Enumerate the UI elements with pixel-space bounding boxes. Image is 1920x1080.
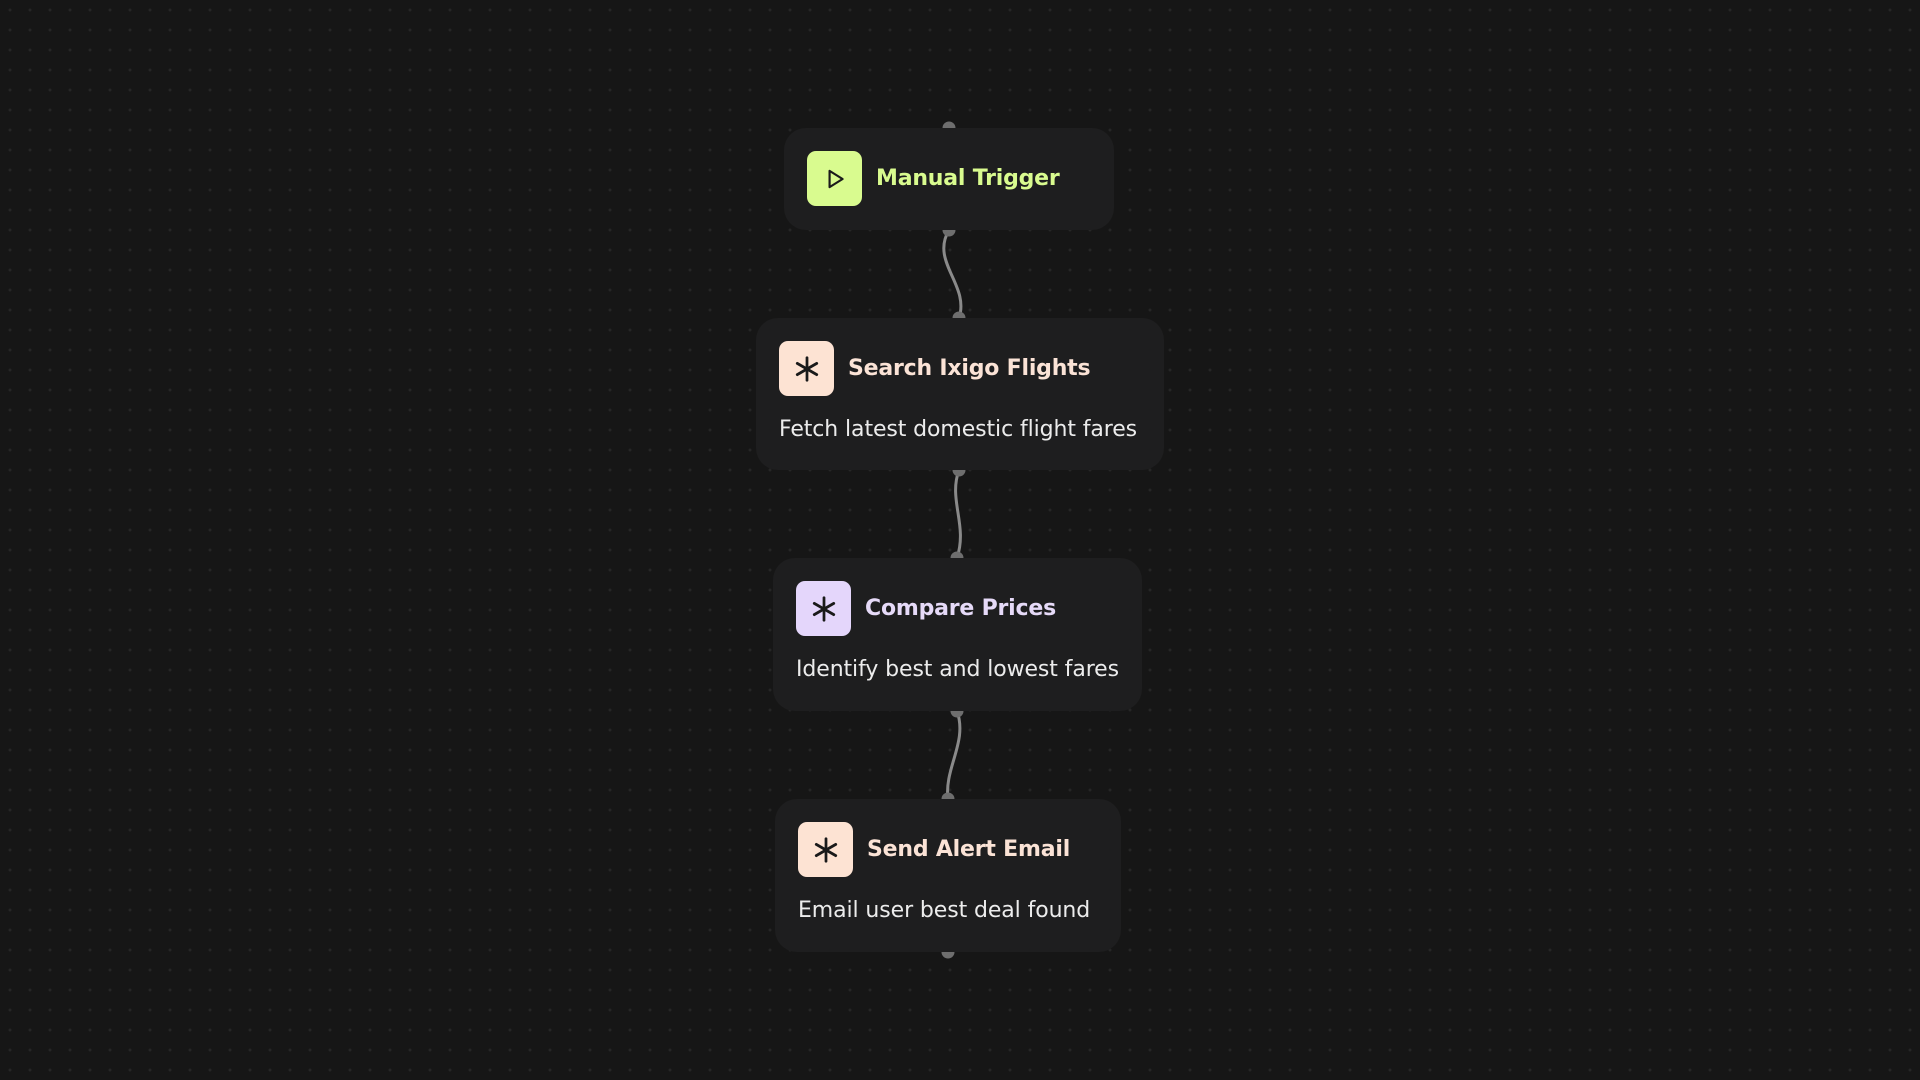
node-title: Compare Prices	[865, 596, 1056, 621]
node-header: Manual Trigger	[807, 151, 1091, 206]
node-header: Send Alert Email	[798, 822, 1098, 877]
edge-search-compare	[954, 468, 962, 560]
node-description: Fetch latest domestic flight fares	[779, 417, 1138, 442]
node-title: Search Ixigo Flights	[848, 356, 1091, 381]
node-manual-trigger[interactable]: Manual Trigger	[784, 128, 1114, 230]
asterisk-icon	[796, 581, 851, 636]
node-header: Search Ixigo Flights	[779, 341, 1141, 396]
node-title: Manual Trigger	[876, 166, 1060, 191]
edge-trigger-search	[942, 228, 963, 320]
node-title: Send Alert Email	[867, 837, 1071, 862]
node-compare-prices[interactable]: Compare Prices Identify best and lowest …	[773, 558, 1142, 711]
edge-compare-email	[946, 709, 962, 801]
asterisk-icon	[779, 341, 834, 396]
play-icon	[807, 151, 862, 206]
node-search-ixigo-flights[interactable]: Search Ixigo Flights Fetch latest domest…	[756, 318, 1164, 470]
node-description: Identify best and lowest fares	[796, 657, 1119, 682]
node-description: Email user best deal found	[798, 898, 1091, 923]
node-header: Compare Prices	[796, 581, 1119, 636]
asterisk-icon	[798, 822, 853, 877]
node-send-alert-email[interactable]: Send Alert Email Email user best deal fo…	[775, 799, 1121, 952]
